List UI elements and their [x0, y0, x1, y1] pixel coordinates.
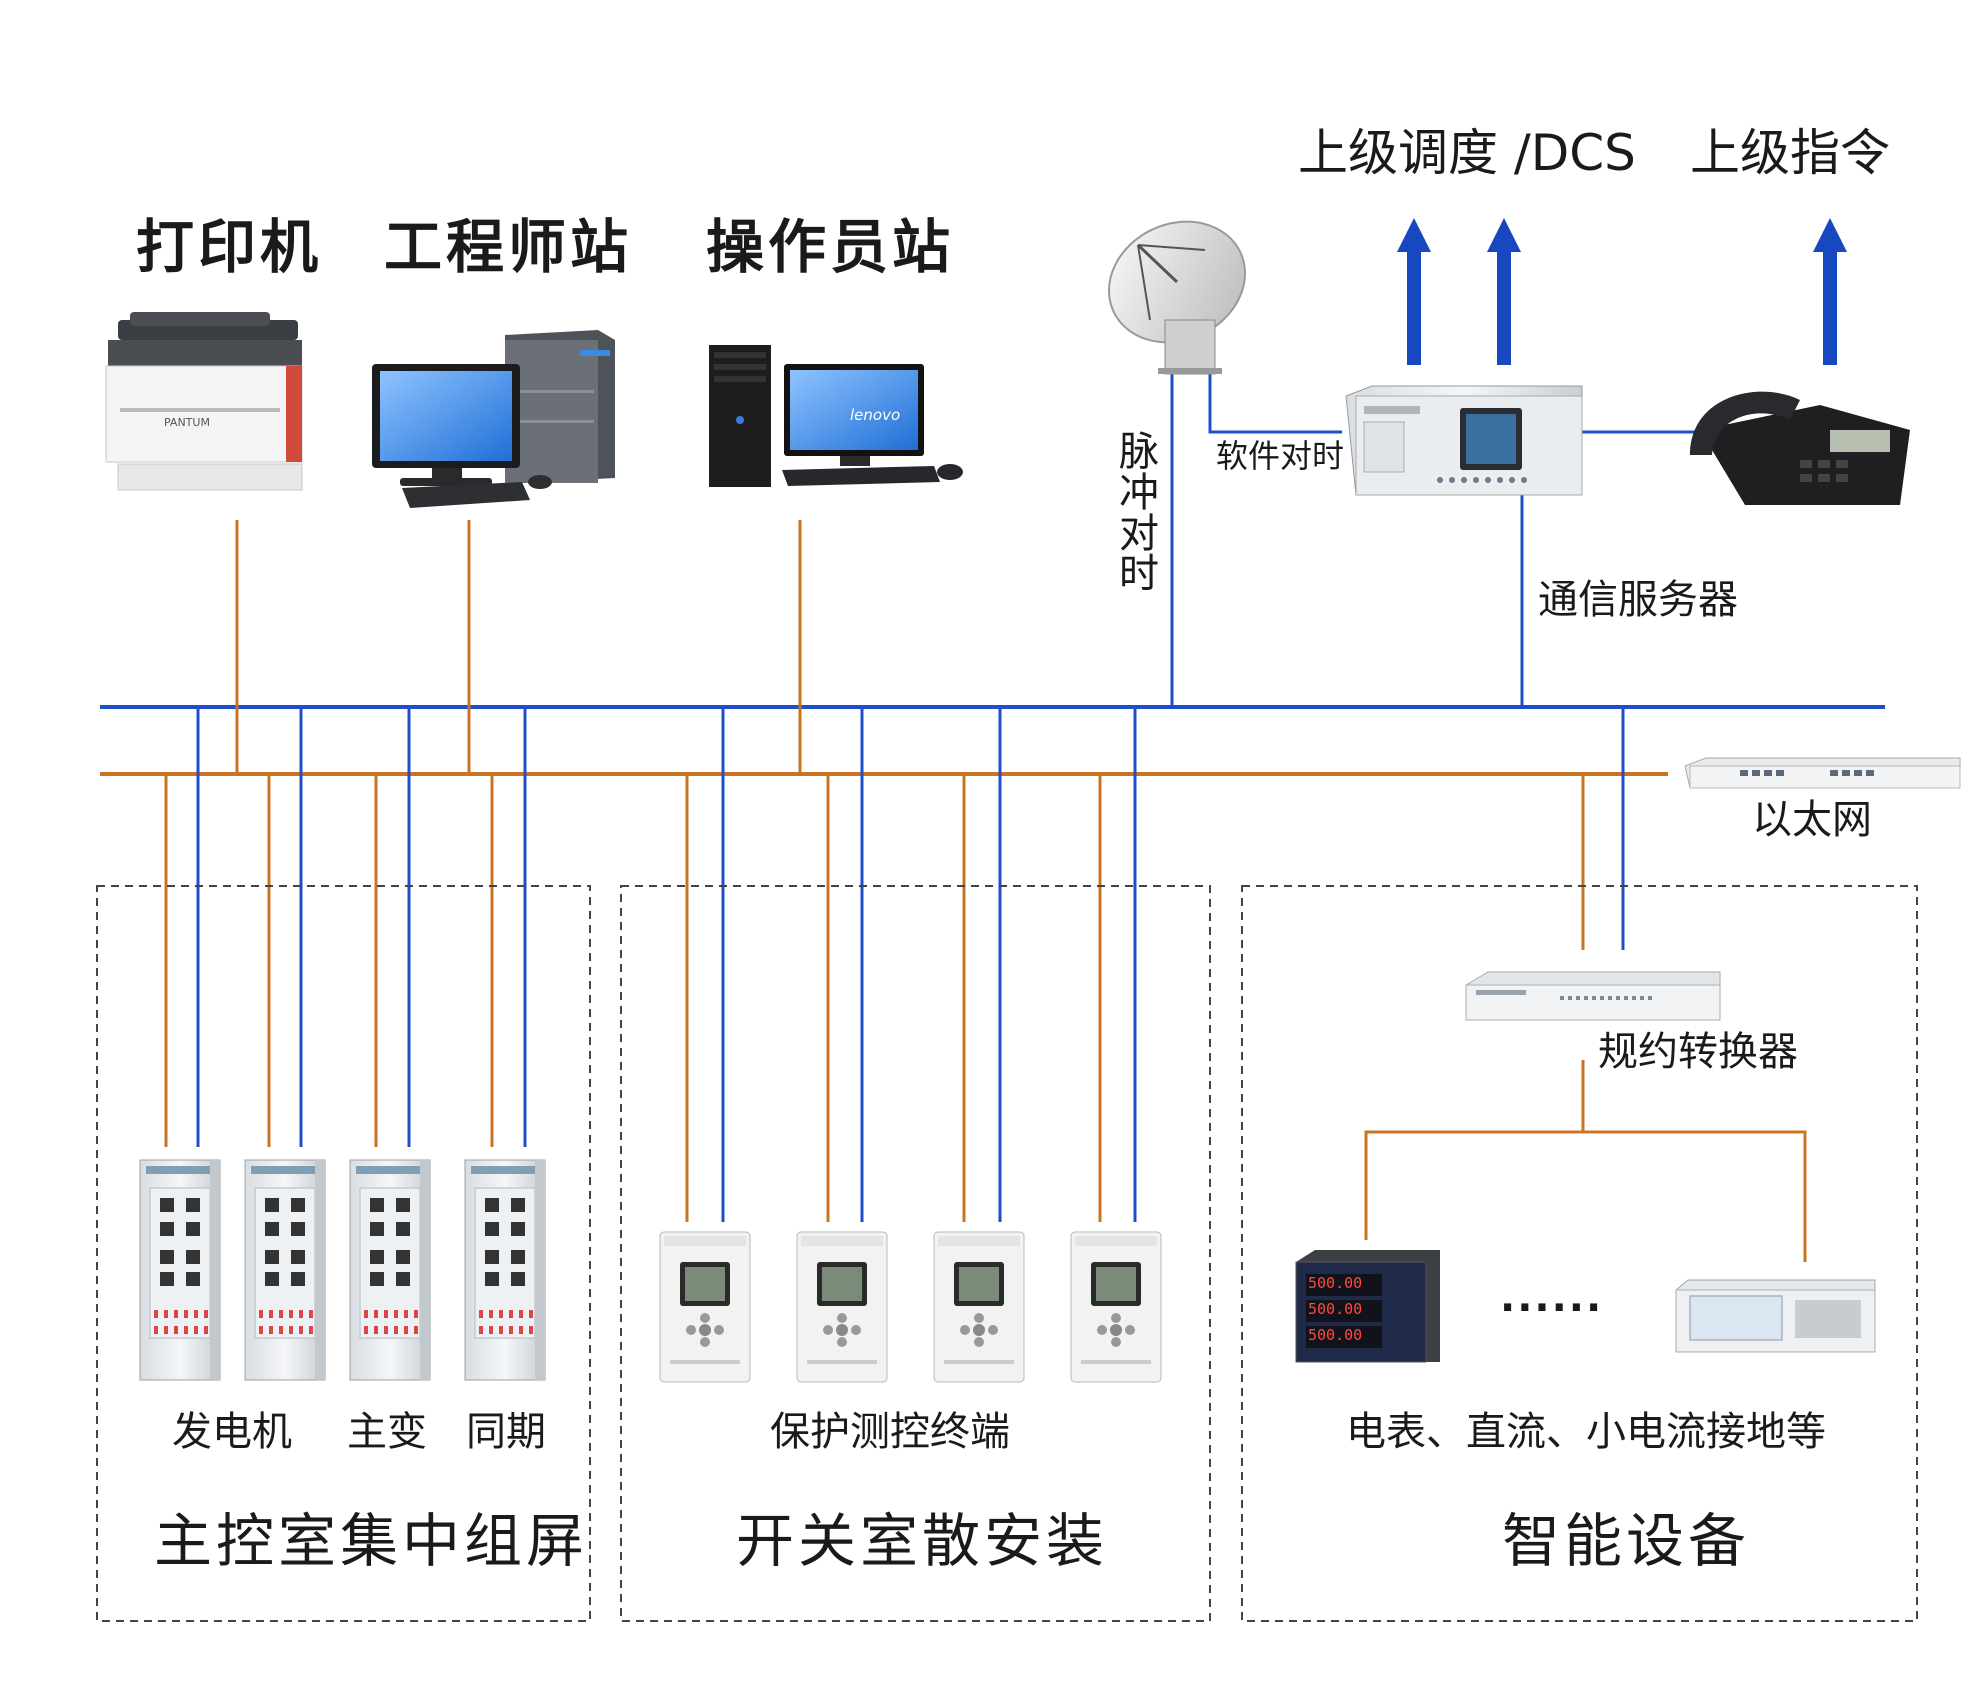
workstation-links — [235, 520, 802, 774]
zone-switch-room-title: 开关室散安装 — [736, 1507, 1109, 1575]
cabinet-sync-icon — [464, 1159, 546, 1381]
protection-relay-icon — [1070, 1231, 1162, 1383]
zone-main-control-frame — [96, 885, 591, 1622]
meters-etc-label: 电表、直流、小电流接地等 — [1346, 1409, 1826, 1455]
telephone-icon — [1690, 391, 1910, 505]
pulse-sync-label: 脉 冲 对 时 — [1119, 429, 1159, 598]
arrow-up-icon — [1813, 218, 1847, 365]
engineer-station-label: 工程师站 — [384, 213, 633, 281]
ellipsis-label: ······ — [1500, 1285, 1604, 1331]
upper-command-label: 上级指令 — [1690, 124, 1890, 182]
printer-icon — [105, 312, 303, 491]
protection-relay-icon — [796, 1231, 888, 1383]
generator-label: 发电机 — [172, 1409, 292, 1455]
zone-main-control-title: 主控室集中组屏 — [154, 1507, 589, 1575]
main-transformer-label: 主变 — [347, 1409, 427, 1455]
server-links — [1170, 370, 1708, 950]
operator-workstation-icon — [709, 345, 963, 487]
software-sync-label: 软件对时 — [1216, 437, 1345, 475]
cabinet-generator-1-icon — [139, 1159, 221, 1381]
meter-readout-3: 500.00 — [1308, 1326, 1363, 1344]
power-meter-icon — [1295, 1250, 1440, 1363]
zone-smart-devices-title: 智能设备 — [1502, 1507, 1751, 1575]
arrow-up-icon — [1397, 218, 1431, 365]
arrow-up-icon — [1487, 218, 1521, 365]
relay-links — [685, 707, 1137, 1222]
satellite-dish-icon — [1107, 220, 1247, 375]
synchronization-label: 同期 — [466, 1409, 546, 1455]
converter-links — [1364, 1060, 1807, 1262]
protection-relay-icon — [659, 1231, 751, 1383]
protocol-converter-icon — [1465, 971, 1721, 1021]
comm-server-icon — [1345, 385, 1583, 496]
cabinet-generator-2-icon — [244, 1159, 326, 1381]
pc-brand-logo: lenovo — [850, 406, 901, 424]
protection-relay-icon — [933, 1231, 1025, 1383]
zone-switch-room-frame — [620, 885, 1211, 1622]
zone-smart-devices-frame — [1241, 885, 1918, 1622]
operator-station-label: 操作员站 — [706, 213, 955, 281]
printer-label: 打印机 — [136, 213, 323, 281]
meter-readout-2: 500.00 — [1308, 1300, 1363, 1318]
protection-terminal-label: 保护测控终端 — [770, 1409, 1010, 1455]
ethernet-switch-icon — [1684, 757, 1961, 789]
cabinet-links — [164, 707, 527, 1147]
printer-brand-logo: PANTUM — [164, 416, 210, 429]
protocol-converter-label: 规约转换器 — [1598, 1029, 1798, 1075]
smart-device-unit-icon — [1675, 1279, 1876, 1353]
upper-dispatch-label: 上级调度 /DCS — [1298, 124, 1636, 182]
ethernet-label: 以太网 — [1752, 797, 1872, 843]
engineer-workstation-icon — [372, 330, 615, 508]
meter-readout-1: 500.00 — [1308, 1274, 1363, 1292]
cabinet-transformer-icon — [349, 1159, 431, 1381]
comm-server-label: 通信服务器 — [1538, 577, 1738, 623]
